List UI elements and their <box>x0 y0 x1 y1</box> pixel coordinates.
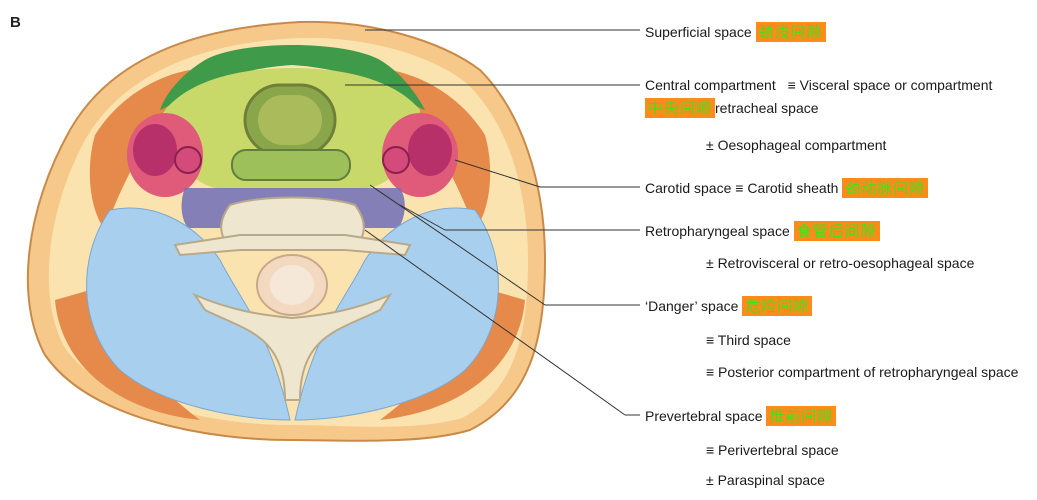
spinal-cord <box>270 265 314 305</box>
carotid-artery-left <box>174 146 202 174</box>
strap-muscles <box>160 45 425 110</box>
carotid-artery-right <box>382 146 410 174</box>
label-paraspinal: ± Paraspinal space <box>706 472 825 488</box>
label-central: Central compartment ≡ Visceral space or … <box>645 77 993 93</box>
label-carotid: Carotid space ≡ Carotid sheath 颈动脉间隙 <box>645 178 929 198</box>
label-perivertebral: ≡ Perivertebral space <box>706 442 839 458</box>
internal-jugular-left <box>133 124 177 176</box>
label-superficial-cn: 颈浅间隙 <box>755 22 826 42</box>
label-retrovisceral: ± Retrovisceral or retro-oesophageal spa… <box>706 255 975 271</box>
label-danger-cn: 危险间隙 <box>742 296 813 316</box>
tracheal-lumen <box>258 95 322 145</box>
label-oesophageal: ± Oesophageal compartment <box>706 137 887 153</box>
label-retropharyngeal-cn: 食管后间隙 <box>793 221 880 241</box>
label-prevertebral-cn: 椎前间隙 <box>766 406 837 426</box>
transverse-processes <box>173 234 412 257</box>
oesophagus <box>231 149 351 181</box>
leader-lines <box>345 29 640 416</box>
label-danger: ‘Danger’ space 危险间隙 <box>645 296 813 316</box>
label-carotid-cn: 颈动脉间隙 <box>842 178 929 198</box>
internal-jugular-right <box>408 124 452 176</box>
label-retropharyngeal: Retropharyngeal space 食管后间隙 <box>645 221 880 241</box>
label-superficial: Superficial space 颈浅间隙 <box>645 22 826 42</box>
label-central-cn: 中央间隙 <box>645 98 716 118</box>
lamina-and-spinous-process <box>192 292 393 401</box>
label-prevertebral: Prevertebral space 椎前间隙 <box>645 406 837 426</box>
label-posterior: ≡ Posterior compartment of retropharynge… <box>706 364 1019 380</box>
panel-letter: B <box>10 14 21 31</box>
label-third: ≡ Third space <box>706 332 791 348</box>
